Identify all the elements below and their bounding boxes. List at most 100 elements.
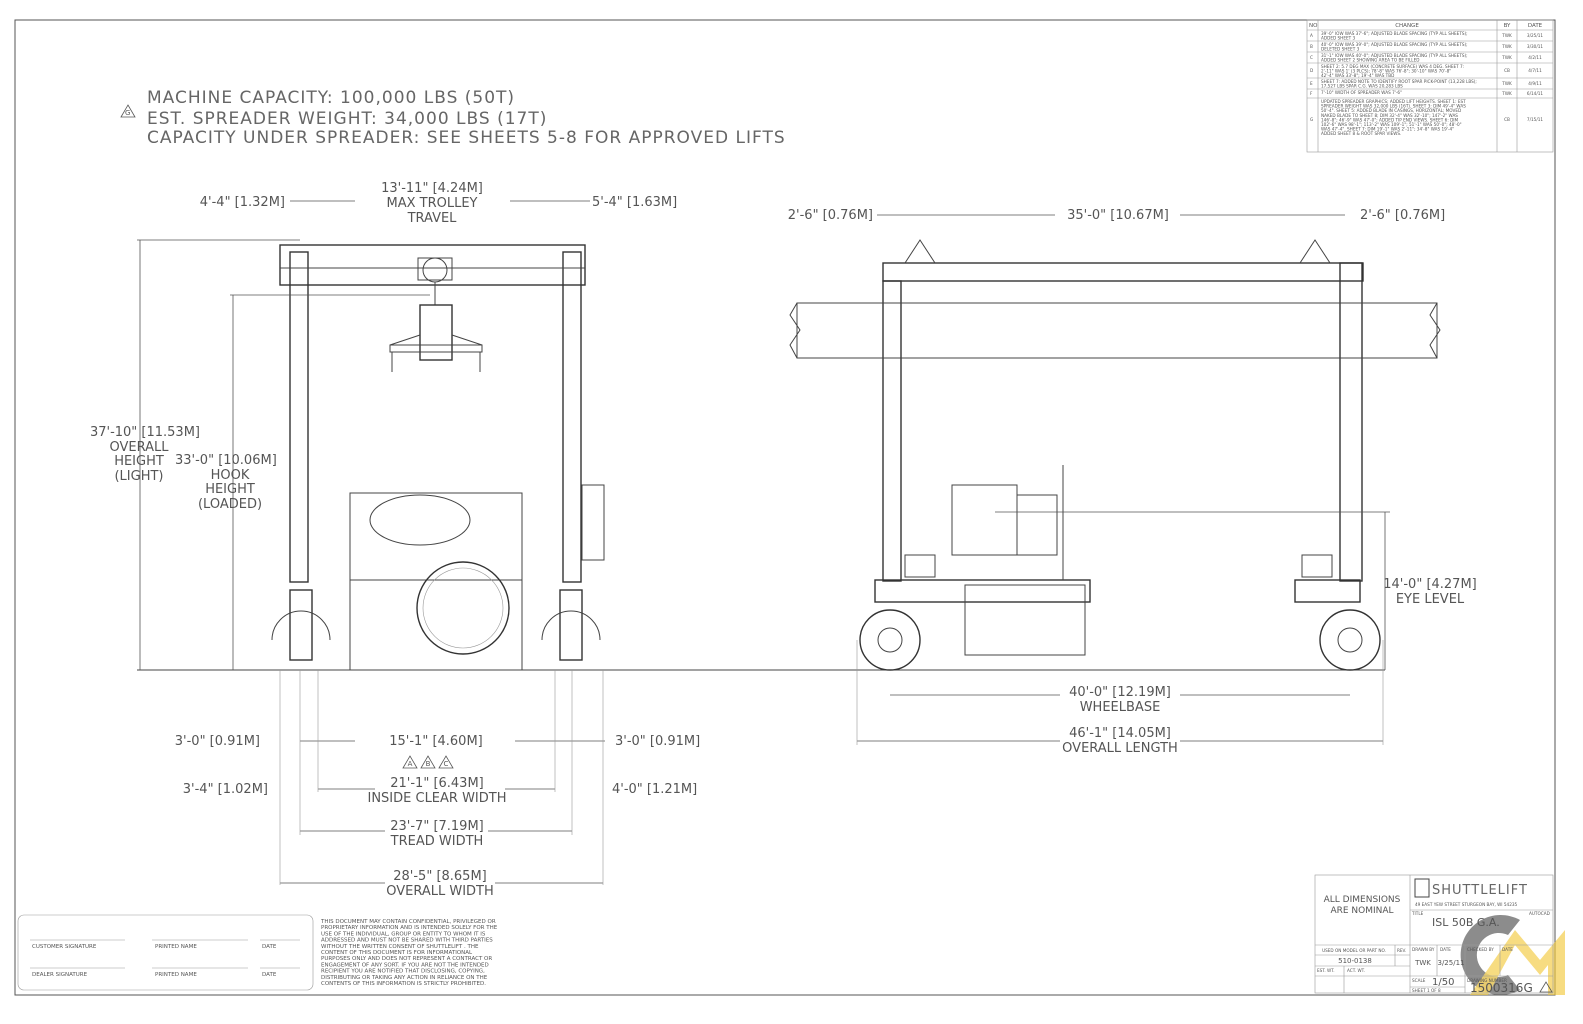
disclaimer-text: THIS DOCUMENT MAY CONTAIN CONFIDENTIAL, … [320, 919, 498, 987]
revision-date: 7/15/11 [1527, 117, 1543, 122]
dim-span: 35'-0" [10.67M] [1067, 208, 1169, 223]
disclaimer-line: PROPRIETARY INFORMATION AND IS INTENDED … [321, 925, 498, 931]
revision-by: TWK [1501, 44, 1512, 49]
blade-load [796, 302, 1438, 359]
revision-change: 17,527 LBS SPAR C.G. WAS 20,283 LBS [1321, 84, 1403, 89]
revision-marker: A [408, 760, 413, 768]
dim-trolley-travel: 13'-11" [4.24M] [381, 181, 483, 196]
blade-root [416, 561, 510, 655]
dim-right-4-0: 4'-0" [1.21M] [612, 782, 697, 797]
revision-change: DELETED SHEET 3 [1321, 47, 1360, 52]
revision-no: G [1310, 117, 1313, 122]
date-value: 3/25/11 [1438, 959, 1465, 967]
printed-name-label: PRINTED NAME [155, 972, 197, 978]
disclaimer-line: WITHOUT THE WRITTEN CONSENT OF SHUTTLELI… [321, 944, 479, 950]
dim-tread-width: 23'-7" [7.19M] [390, 819, 484, 834]
shuttlelift-logo-icon [1414, 878, 1430, 898]
dim-label: OVERALL [110, 440, 170, 455]
used-on-value: 510-0138 [1338, 957, 1372, 965]
revision-change: SPREADER WEIGHT WAS 32,000 LBS (16T). SH… [1321, 104, 1466, 109]
drawing-number: 1500316G [1470, 981, 1533, 995]
revision-change: 7'-10" WIDTH OF SPREADER WAS 7'-6" [1321, 90, 1402, 95]
right-leg [562, 251, 582, 583]
rear-leg [1339, 262, 1363, 582]
dim-label: (LIGHT) [114, 469, 163, 484]
revision-date: 3/30/11 [1527, 44, 1543, 49]
engine-housing [964, 584, 1086, 656]
field-label: TITLE [1411, 911, 1424, 916]
drawing-title: ISL 50B G.A. [1432, 916, 1500, 929]
column-header: DATE [1528, 23, 1543, 29]
dim-overall-width: 28'-5" [8.65M] [393, 869, 487, 884]
dim-label: HEIGHT [114, 454, 164, 469]
watermark-logo [1460, 915, 1565, 995]
revision-no: C [1310, 55, 1313, 60]
revision-triangles: A B C [402, 755, 454, 769]
disclaimer-line: ENGAGEMENT OF ANY SORT. IF YOU ARE NOT T… [321, 962, 489, 968]
field-label: DRAWING NUMBER [1467, 978, 1507, 983]
nominal-note: ALL DIMENSIONS [1324, 895, 1401, 905]
revision-no: B [1310, 44, 1313, 49]
revision-date: 4/2/11 [1528, 55, 1542, 60]
revision-change: UPDATED SPREADER GRAPHICS; ADDED LIFT HE… [1321, 99, 1466, 104]
revision-date: 3/25/11 [1527, 33, 1543, 38]
company-logo-text: SHUTTLELIFT [1432, 883, 1528, 898]
dim-overall-length: 46'-1" [14.05M] [1069, 726, 1171, 741]
revision-marker: B [426, 760, 431, 768]
disclaimer-line: CONTENT OF THIS DOCUMENT IS FOR INFORMAT… [321, 950, 473, 956]
revision-by: CB [1504, 117, 1510, 122]
revision-no: F [1310, 91, 1313, 96]
front-view-drawing [137, 200, 605, 885]
revision-row: D SHEET 2: 5.7 DEG MAX (CONCRETE SURFACE)… [1310, 64, 1542, 78]
disclaimer-line: CONTENTS OF THIS INFORMATION IS STRICTLY… [321, 981, 486, 987]
dim-wheelbase: 40'-0" [12.19M] [1069, 685, 1171, 700]
signature-block: CUSTOMER SIGNATURE PRINTED NAME DATE DEA… [17, 914, 314, 991]
dim-label: EYE LEVEL [1396, 592, 1465, 607]
revision-change: NAKED BLADE TO SHEET 8; DIM 32'-4" WAS 3… [1321, 113, 1458, 118]
dim-label: OVERALL LENGTH [1062, 741, 1178, 756]
revision-by: CB [1504, 68, 1510, 73]
customer-signature-label: CUSTOMER SIGNATURE [32, 944, 97, 950]
revision-no: D [1310, 68, 1313, 73]
sheet-number: SHEET 1 OF 8 [1412, 988, 1441, 993]
revision-by: TWK [1501, 91, 1512, 96]
note-capacity-under-spreader: CAPACITY UNDER SPREADER: SEE SHEETS 5-8 … [147, 128, 786, 148]
note-spreader-weight: EST. SPREADER WEIGHT: 34,000 LBS (17T) [147, 109, 547, 129]
revision-change: ADDED SHEET 8 & ROOT SPAR VIEWS. [1321, 131, 1401, 136]
column-header: NO [1309, 23, 1318, 29]
revision-by: TWK [1501, 33, 1512, 38]
right-wheel [559, 589, 583, 661]
field-label: DATE [1502, 947, 1513, 952]
frame [874, 579, 1091, 603]
rear-wheel [1319, 609, 1381, 671]
revision-change: ADDED SHEET 3 [1321, 36, 1356, 41]
disclaimer-line: PURPOSES ONLY AND DOES NOT REPRESENT A C… [321, 956, 492, 962]
field-label: SCALE [1412, 978, 1426, 983]
printed-name-label: PRINTED NAME [155, 944, 197, 950]
revision-change: 146'-8"; 46'-9" WAS 47'-0"; ADDED TIP EN… [1321, 117, 1459, 122]
revision-by: TWK [1501, 81, 1512, 86]
field-label: CHECKED BY [1467, 947, 1494, 952]
note-capacity: MACHINE CAPACITY: 100,000 LBS (50T) [147, 88, 515, 108]
disclaimer-line: USE OF THE INDIVIDUAL, GROUP OR ENTITY T… [321, 931, 486, 937]
revision-change: SHEET 7: ADDED NOTE TO IDENTIFY ROOT SPA… [1321, 79, 1477, 84]
revision-marker: C [444, 760, 449, 768]
revision-change: SHEET 2: 5.7 DEG MAX (CONCRETE SURFACE) … [1321, 64, 1464, 69]
dim-right-3ft: 3'-0" [0.91M] [615, 734, 700, 749]
dim-left-3ft: 3'-0" [0.91M] [175, 734, 260, 749]
dim-center-width: 15'-1" [4.60M] [389, 734, 483, 749]
dim-right-offset: 2'-6" [0.76M] [1360, 208, 1445, 223]
revision-marker: G [125, 109, 130, 117]
revision-no: E [1310, 81, 1313, 86]
revision-date: 4/7/11 [1528, 68, 1542, 73]
dim-eye-level: 14'-0" [4.27M] [1383, 577, 1477, 592]
dim-label: WHEELBASE [1080, 700, 1161, 715]
revision-no: A [1310, 33, 1313, 38]
left-wheel [289, 589, 313, 661]
dim-label: HEIGHT [205, 482, 255, 497]
dim-trolley-label: MAX TROLLEY [387, 196, 478, 211]
title-block: ALL DIMENSIONS ARE NOMINAL SHUTTLELIFT 4… [1314, 874, 1554, 995]
